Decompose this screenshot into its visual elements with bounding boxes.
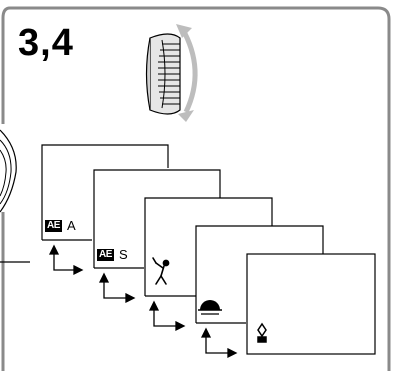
rotate-arrow-icon [176, 24, 198, 122]
arrow-2 [98, 272, 136, 304]
ae-badge: AE [45, 220, 62, 232]
step-label: 3,4 [18, 22, 74, 64]
sunset-moon-icon [198, 292, 235, 315]
arrow-4 [200, 327, 238, 359]
screen-5 [246, 253, 376, 355]
mode-suffix: A [67, 218, 76, 233]
screen-1 [41, 144, 169, 241]
arrow-3 [148, 300, 186, 332]
mode-suffix: S [119, 247, 128, 262]
arrow-1 [48, 244, 84, 276]
mode-dial-icon [145, 33, 181, 115]
ae-badge: AE [97, 249, 114, 261]
screen-3 [144, 197, 273, 297]
golfer-icon [152, 257, 170, 285]
panel-frame [1, 6, 391, 371]
camera-edge-icon [0, 129, 30, 263]
screen-4 [195, 225, 324, 324]
screen-2 [93, 169, 221, 269]
spotlight-icon [257, 322, 267, 343]
